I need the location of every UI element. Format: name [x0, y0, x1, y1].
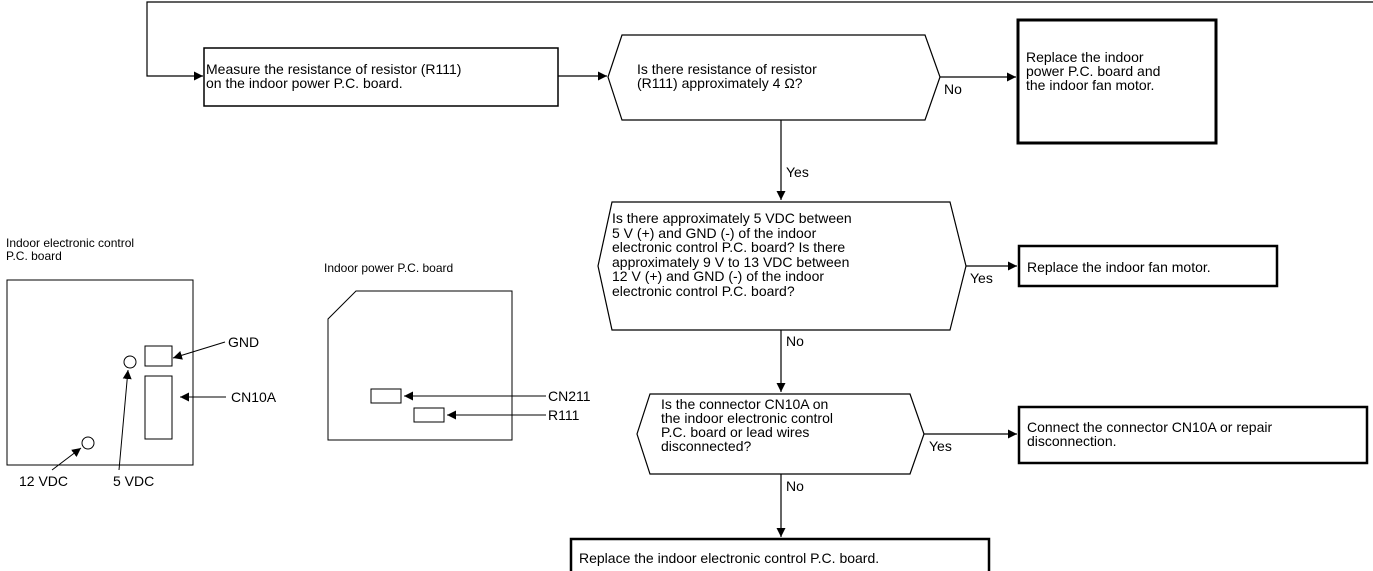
cn211-label: CN211: [548, 388, 591, 404]
replace-board-and-motor-text: Replace the indoor power P.C. board and …: [1026, 49, 1161, 93]
no-label-2: No: [786, 333, 804, 349]
decision-resistance-shape: [607, 34, 941, 121]
yes-label-2: Yes: [970, 270, 993, 286]
gnd-pad: [144, 345, 173, 367]
control-board-title: Indoor electronic control P.C. board: [6, 236, 135, 263]
measure-box-shape: [203, 47, 559, 107]
cn211-connector: [370, 388, 402, 404]
gnd-label: GND: [228, 334, 260, 350]
cn10a-label: CN10A: [231, 389, 277, 405]
replace-control-board-text: Replace the indoor electronic control P.…: [579, 550, 880, 566]
decision-voltage-text: Is there approximately 5 VDC between 5 V…: [612, 210, 852, 299]
decision-voltage-shape: [597, 201, 967, 331]
12vdc-label: 12 VDC: [19, 473, 69, 489]
12vdc-leader: [51, 447, 82, 471]
no-label-1: No: [944, 81, 962, 97]
connect-connector-text: Connect the connector CN10A or repair di…: [1027, 419, 1273, 449]
entry-connector: [146, 1, 1373, 81]
replace-board-and-motor-shape: [1016, 18, 1218, 145]
r111-resistor: [413, 407, 445, 423]
decision-connector-shape: [636, 393, 925, 475]
5vdc-terminal: [123, 355, 137, 369]
replace-fan-motor-text: Replace the indoor fan motor.: [1027, 259, 1211, 275]
5vdc-leader: [118, 369, 132, 471]
yes-label-3: Yes: [929, 438, 952, 454]
12vdc-terminal: [81, 436, 95, 450]
replace-control-board-shape: [569, 537, 991, 571]
connect-connector-shape: [1017, 405, 1369, 465]
r111-label: R111: [548, 407, 580, 423]
decision-connector-text: Is the connector CN10A on the indoor ele…: [661, 396, 833, 454]
decision-resistance-text: Is there resistance of resistor (R111) a…: [637, 61, 817, 91]
cn10a-connector: [144, 375, 173, 440]
replace-fan-motor-shape: [1017, 244, 1279, 288]
5vdc-label: 5 VDC: [113, 473, 155, 489]
yes-label-1: Yes: [786, 164, 809, 180]
power-board-title: Indoor power P.C. board: [324, 261, 454, 275]
gnd-leader: [172, 341, 226, 360]
measure-box-text: Measure the resistance of resistor (R111…: [206, 61, 462, 91]
no-label-3: No: [786, 478, 804, 494]
